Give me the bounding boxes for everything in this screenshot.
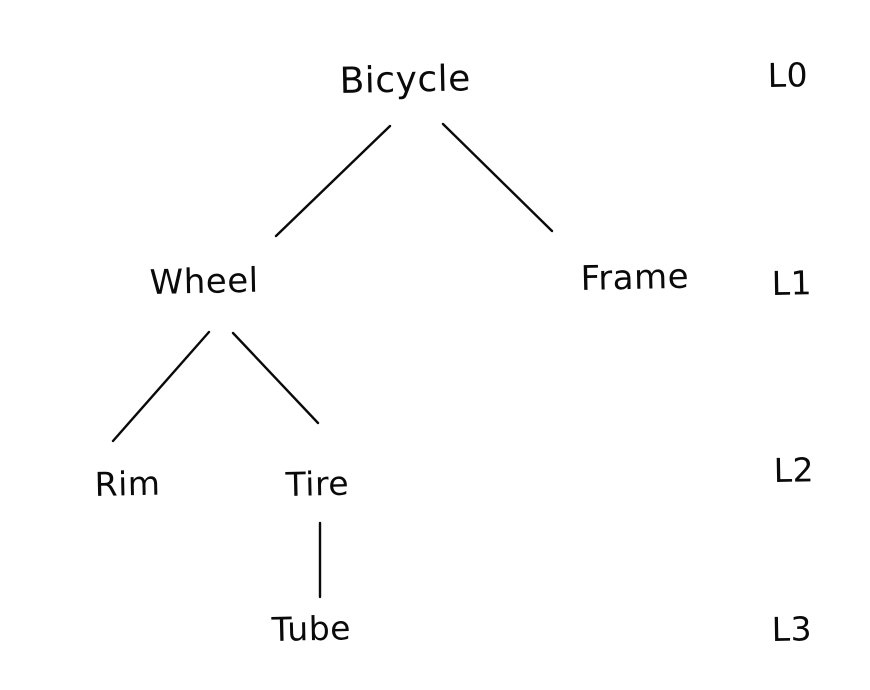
level-label-l2: L2 — [773, 450, 815, 490]
node-frame[interactable]: Frame — [580, 256, 690, 299]
edge-wheel-tire — [231, 331, 320, 425]
node-bicycle[interactable]: Bicycle — [339, 58, 472, 102]
level-label-l0: L0 — [767, 55, 809, 95]
node-tube[interactable]: Tube — [271, 608, 352, 649]
node-tire[interactable]: Tire — [285, 463, 350, 504]
node-rim[interactable]: Rim — [94, 463, 161, 504]
level-label-l3: L3 — [771, 609, 813, 649]
edge-wheel-rim — [111, 330, 211, 443]
level-label-l1: L1 — [771, 263, 813, 303]
node-wheel[interactable]: Wheel — [149, 260, 259, 303]
edge-bicycle-frame — [441, 122, 554, 233]
edge-bicycle-wheel — [274, 124, 392, 238]
